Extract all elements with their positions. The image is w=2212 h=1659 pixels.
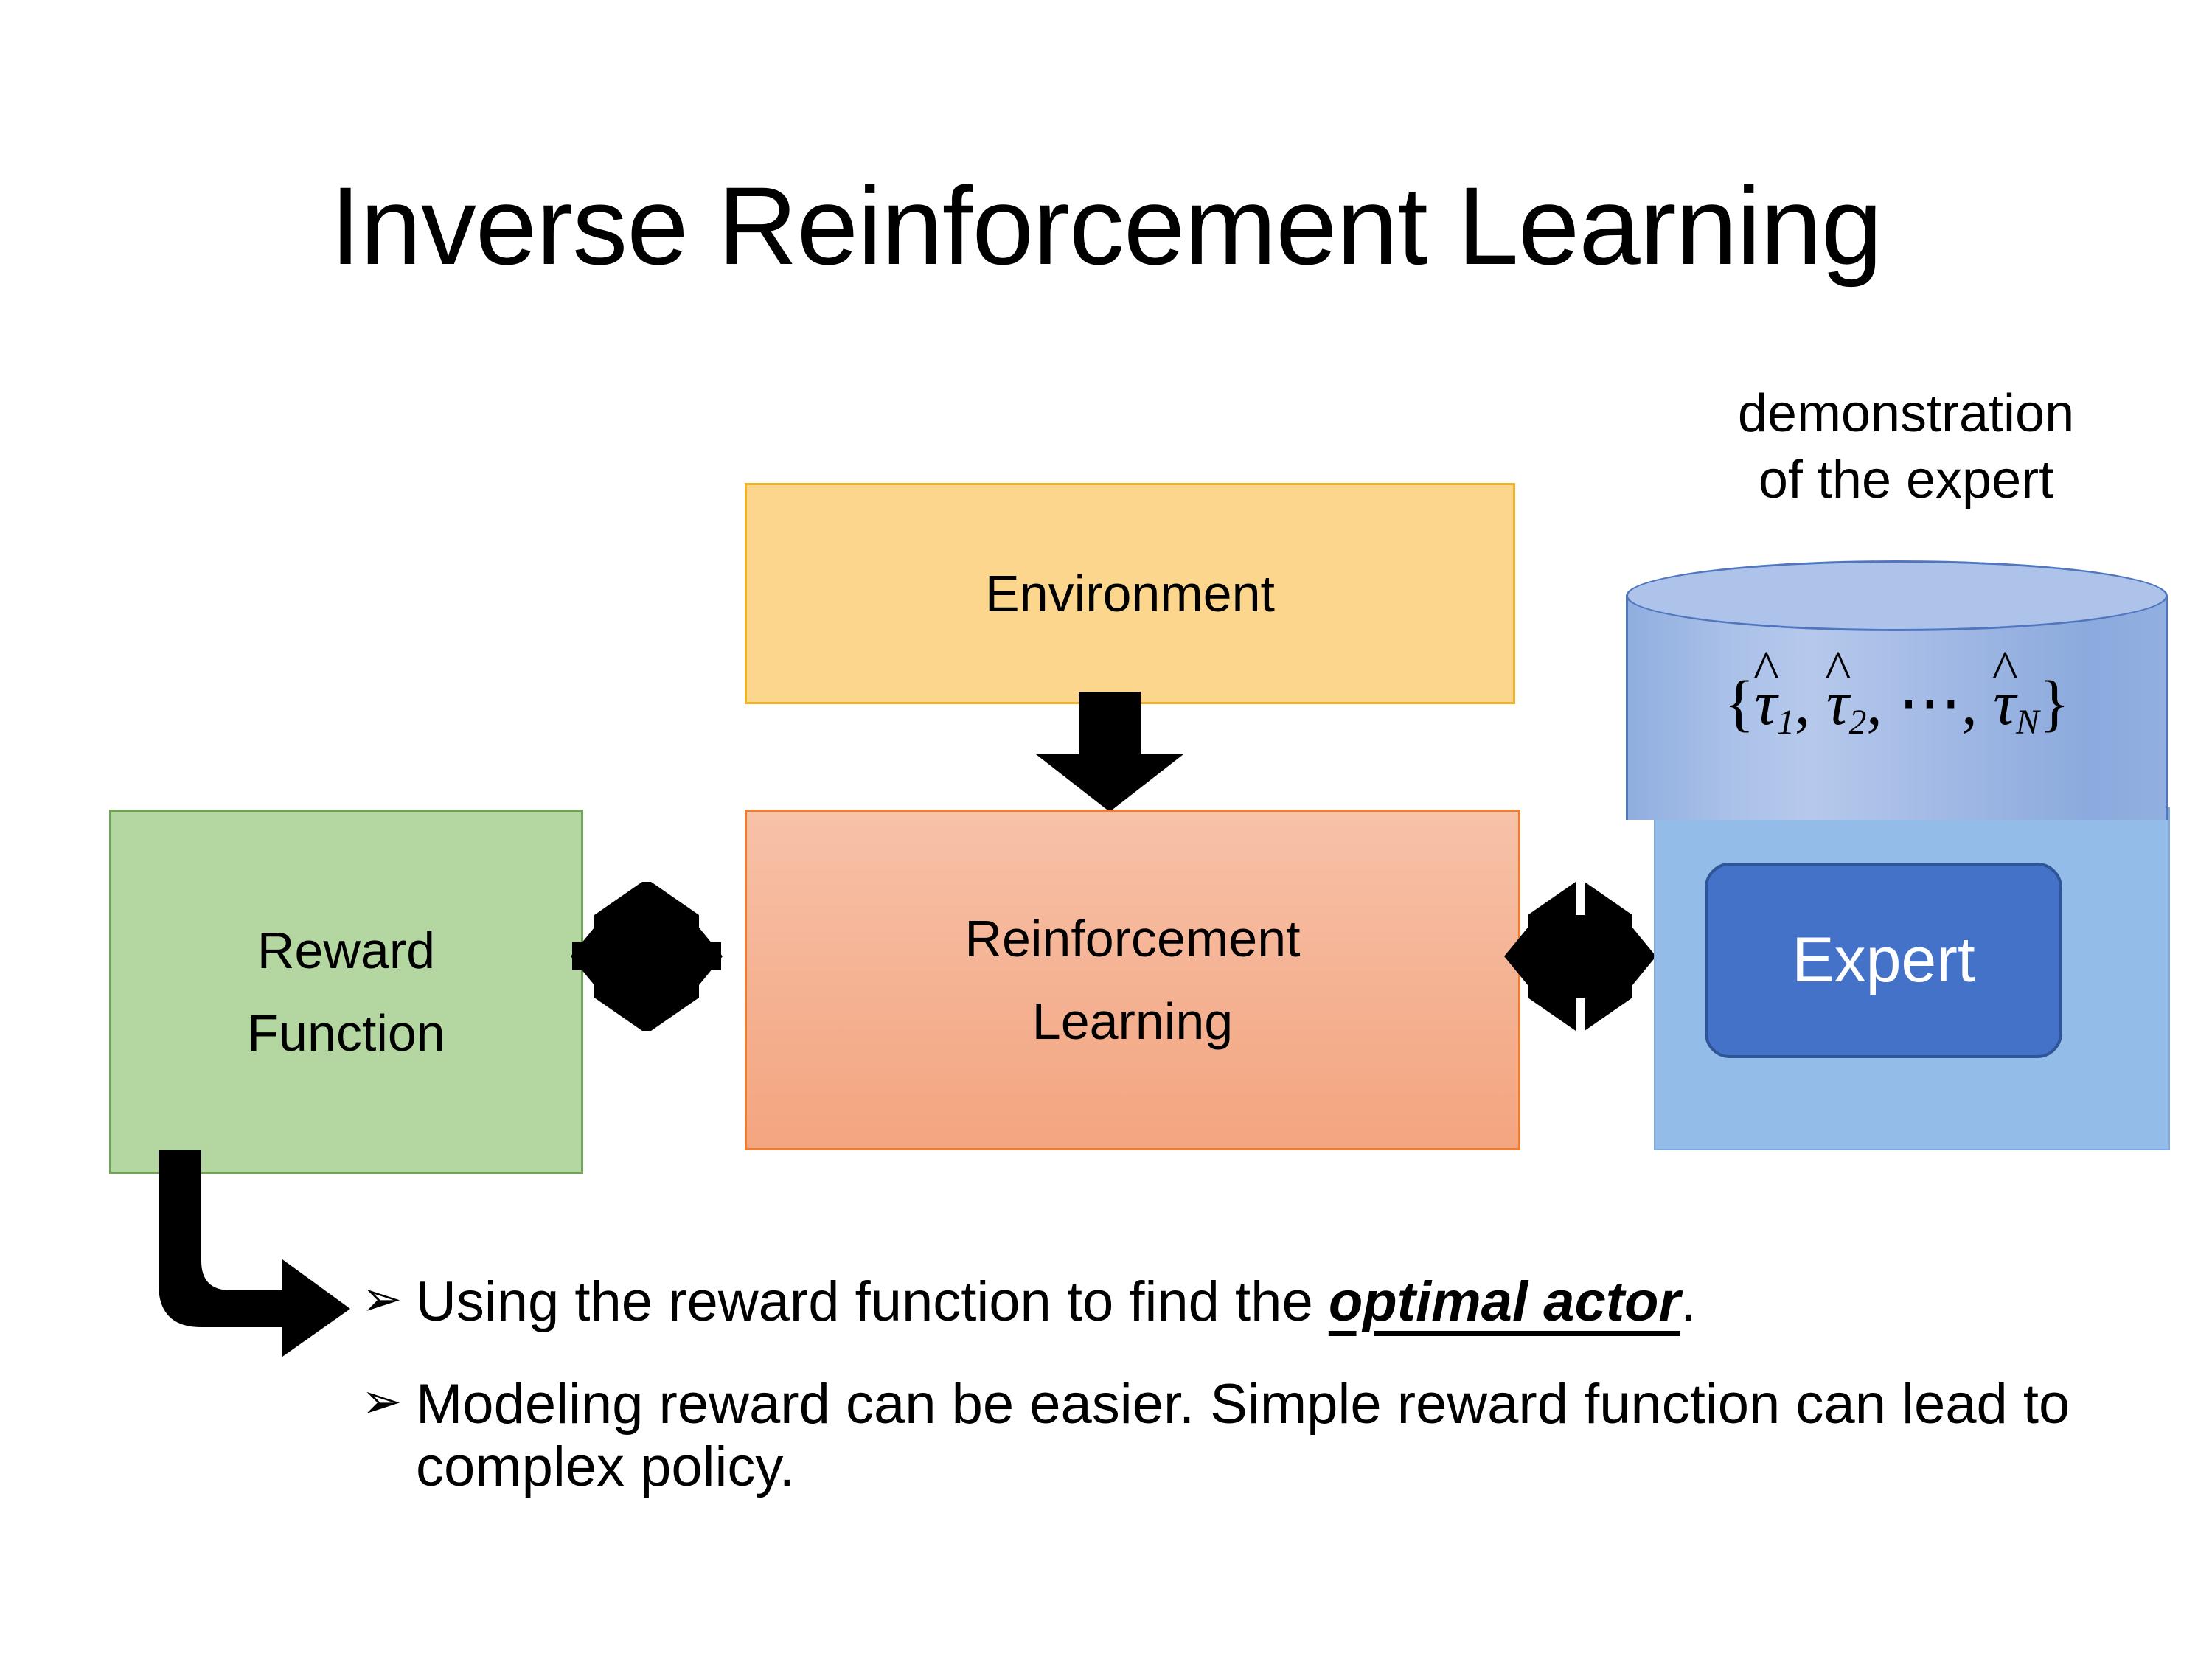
list-item: ➢ Modeling reward can be easier. Simple … bbox=[361, 1373, 2116, 1498]
environment-to-rl-arrow bbox=[1036, 692, 1183, 812]
list-item: ➢ Using the reward function to find the … bbox=[361, 1270, 2116, 1333]
demonstration-caption: demonstration of the expert bbox=[1637, 380, 2175, 513]
demonstration-caption-line1: demonstration bbox=[1737, 384, 2075, 443]
reward-box-label-line1: Reward bbox=[257, 922, 436, 979]
bullet-text: Modeling reward can be easier. Simple re… bbox=[416, 1373, 2070, 1499]
rl-expert-arrow bbox=[1504, 882, 1656, 1031]
formula-comma-2: , bbox=[1866, 667, 1882, 738]
reward-rl-arrow bbox=[571, 882, 723, 1031]
formula-comma-3: , bbox=[1961, 667, 1978, 738]
bullet-arrow-icon: ➢ bbox=[361, 1374, 403, 1429]
environment-box-label: Environment bbox=[985, 565, 1275, 622]
reinforcement-learning-box: Reinforcement Learning bbox=[745, 810, 1520, 1150]
formula-comma-1: , bbox=[1794, 667, 1811, 738]
formula-sub-1: 1 bbox=[1777, 703, 1795, 742]
formula-sub-n: N bbox=[2016, 703, 2039, 742]
bullet-list: ➢ Using the reward function to find the … bbox=[361, 1270, 2116, 1538]
formula-sub-2: 2 bbox=[1848, 703, 1867, 742]
rl-box-label-line2: Learning bbox=[1032, 992, 1234, 1050]
bullet-arrow-icon: ➢ bbox=[361, 1271, 403, 1326]
cylinder-top-ellipse bbox=[1626, 560, 2168, 631]
demonstration-cylinder: {τ1, τ2, ⋯, τN} bbox=[1626, 560, 2168, 855]
formula-tau-1: τ bbox=[1754, 671, 1777, 734]
expert-box-label: Expert bbox=[1792, 925, 1975, 995]
bullet-text-after: . bbox=[1680, 1270, 1697, 1333]
demonstration-caption-line2: of the expert bbox=[1758, 451, 2054, 509]
formula-ellipsis: ⋯ bbox=[1898, 667, 1962, 738]
page-title: Inverse Reinforcement Learning bbox=[330, 164, 1883, 288]
formula-tau-2: τ bbox=[1826, 671, 1849, 734]
expert-box: Expert bbox=[1705, 863, 2062, 1058]
formula-close-brace: } bbox=[2039, 667, 2070, 738]
bullet-text-before: Using the reward function to find the bbox=[416, 1270, 1329, 1333]
reward-box-label-line2: Function bbox=[247, 1004, 445, 1062]
environment-box: Environment bbox=[745, 483, 1515, 704]
formula-tau-n: τ bbox=[1993, 671, 2016, 734]
reward-to-bullets-arrow bbox=[159, 1150, 350, 1357]
formula-open-brace: { bbox=[1724, 667, 1755, 738]
reward-function-box: Reward Function bbox=[109, 810, 583, 1174]
bullet-emphasis: optimal actor bbox=[1328, 1270, 1681, 1333]
trajectory-set-formula: {τ1, τ2, ⋯, τN} bbox=[1626, 671, 2168, 741]
rl-box-label-line1: Reinforcement bbox=[964, 910, 1301, 967]
bullet-text: Using the reward function to find the op… bbox=[416, 1270, 2116, 1333]
cylinder-body bbox=[1626, 596, 2168, 820]
